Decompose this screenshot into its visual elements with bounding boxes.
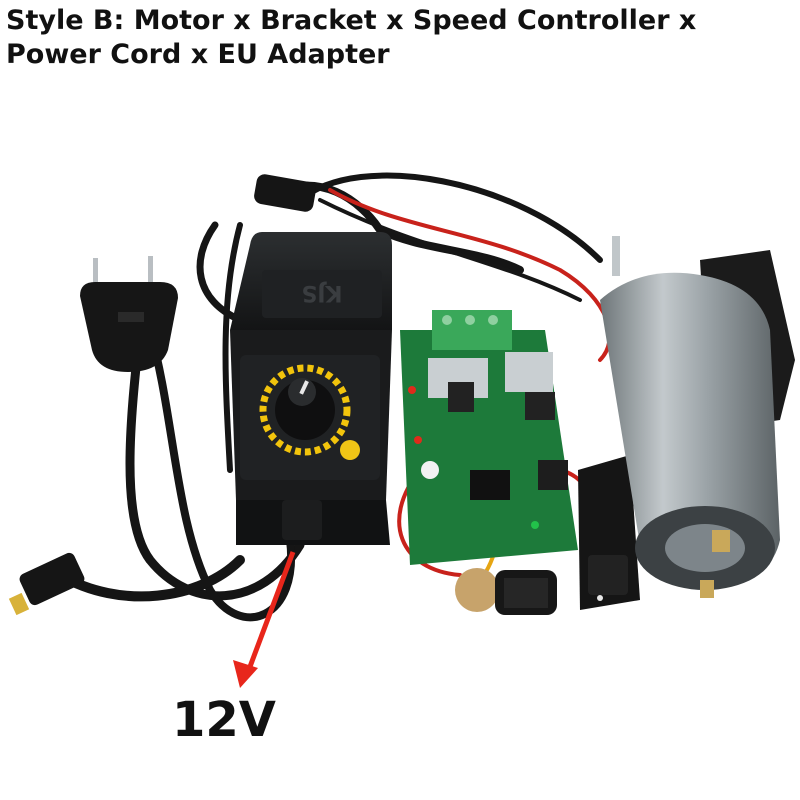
voltage-label: 12V bbox=[172, 692, 276, 748]
rocker-switch bbox=[578, 455, 640, 610]
voltage-arrow bbox=[233, 551, 296, 688]
adapter-brand: KJS bbox=[301, 280, 342, 305]
dc-socket bbox=[254, 174, 316, 212]
speed-controller-board bbox=[400, 310, 578, 565]
potentiometer bbox=[455, 568, 557, 615]
page-title: Style B: Motor x Bracket x Speed Control… bbox=[6, 5, 697, 70]
dc-barrel-plug bbox=[8, 552, 85, 616]
gear-motor bbox=[600, 236, 795, 598]
power-adapter: KJS bbox=[230, 232, 392, 545]
speed-dial bbox=[259, 364, 351, 456]
eu-adapter-plug bbox=[80, 256, 178, 372]
